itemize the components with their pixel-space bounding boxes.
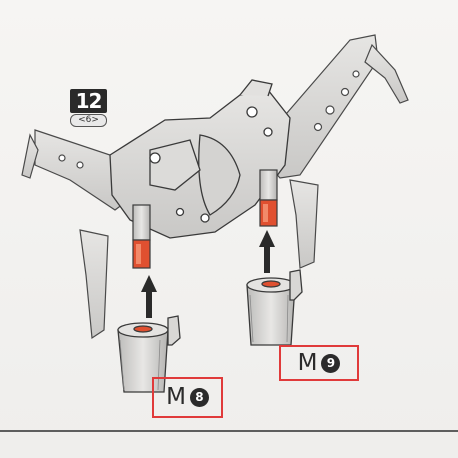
- part-m9-cylinder: [246, 269, 303, 346]
- part-number-circle: 9: [321, 353, 341, 373]
- right-mount-post: [259, 169, 278, 227]
- part-number-circle: 8: [189, 388, 209, 407]
- part-letter: M: [297, 349, 318, 376]
- part-label-m8: M 8: [152, 377, 223, 418]
- step-number-badge: 12: [70, 89, 107, 113]
- insert-arrow-right: [259, 230, 275, 273]
- part-m8-cylinder: [117, 315, 181, 393]
- page-divider: [0, 430, 458, 432]
- right-front-leg: [289, 179, 319, 269]
- left-front-leg: [79, 229, 109, 340]
- insert-arrow-left: [141, 275, 157, 318]
- part-letter: M: [166, 384, 186, 410]
- left-mount-post: [132, 204, 151, 269]
- robot-body: [109, 79, 291, 239]
- left-rear-leg: [21, 129, 136, 211]
- step-substep-label: <6>: [70, 114, 107, 127]
- part-label-m9: M 9: [279, 345, 359, 381]
